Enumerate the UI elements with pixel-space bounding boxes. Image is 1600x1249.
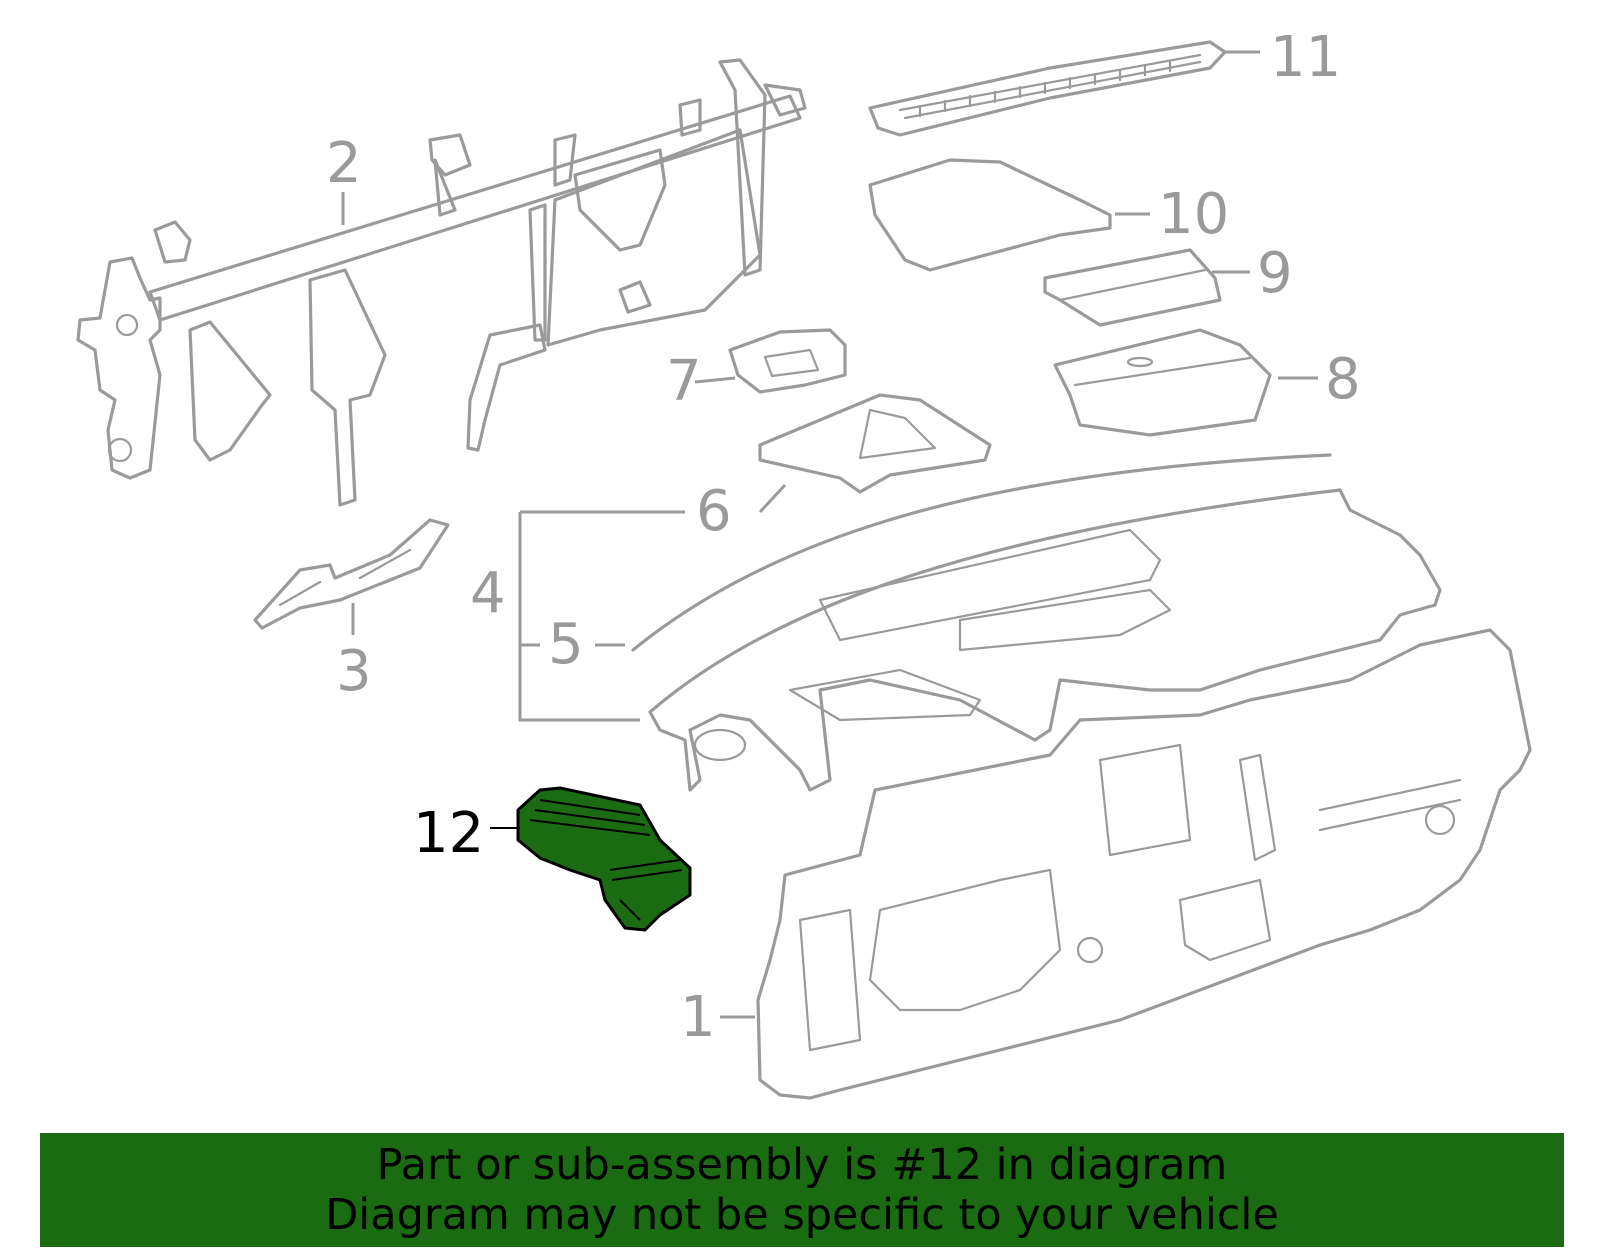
callout-4: 4 bbox=[470, 561, 506, 626]
callout-11: 11 bbox=[1270, 25, 1341, 90]
part-7-bezel bbox=[728, 328, 847, 394]
leader-6 bbox=[758, 483, 787, 514]
callout-7: 7 bbox=[666, 349, 702, 414]
callout-9: 9 bbox=[1257, 241, 1293, 306]
callout-5: 5 bbox=[548, 612, 584, 677]
part-10-cover bbox=[868, 158, 1112, 272]
banner-line-2: Diagram may not be specific to your vehi… bbox=[325, 1190, 1279, 1240]
part-9-insert bbox=[1043, 248, 1222, 327]
info-banner: Part or sub-assembly is #12 in diagram D… bbox=[40, 1133, 1564, 1247]
bracket-4 bbox=[518, 510, 685, 722]
part-6-bezel bbox=[758, 393, 992, 494]
part-5-trim-strip bbox=[631, 453, 1332, 652]
part-1-support-structure bbox=[756, 628, 1532, 1100]
part-3-bracket bbox=[253, 518, 450, 630]
part-8-storage-tray bbox=[1053, 328, 1272, 437]
part-11-defroster-grille bbox=[868, 40, 1227, 137]
banner-line-1: Part or sub-assembly is #12 in diagram bbox=[376, 1140, 1228, 1190]
callout-6: 6 bbox=[696, 479, 732, 544]
leader-7 bbox=[694, 376, 736, 384]
callout-1: 1 bbox=[680, 985, 716, 1050]
callout-3: 3 bbox=[336, 639, 372, 704]
part-2-cross-car-beam bbox=[76, 58, 807, 507]
part-4-instrument-panel bbox=[648, 488, 1442, 792]
callout-8: 8 bbox=[1325, 347, 1361, 412]
callout-12: 12 bbox=[413, 801, 484, 866]
leader-lines bbox=[341, 50, 1318, 1019]
part-12-highlighted bbox=[516, 786, 692, 932]
callout-10: 10 bbox=[1158, 182, 1229, 247]
callout-2: 2 bbox=[326, 131, 362, 196]
